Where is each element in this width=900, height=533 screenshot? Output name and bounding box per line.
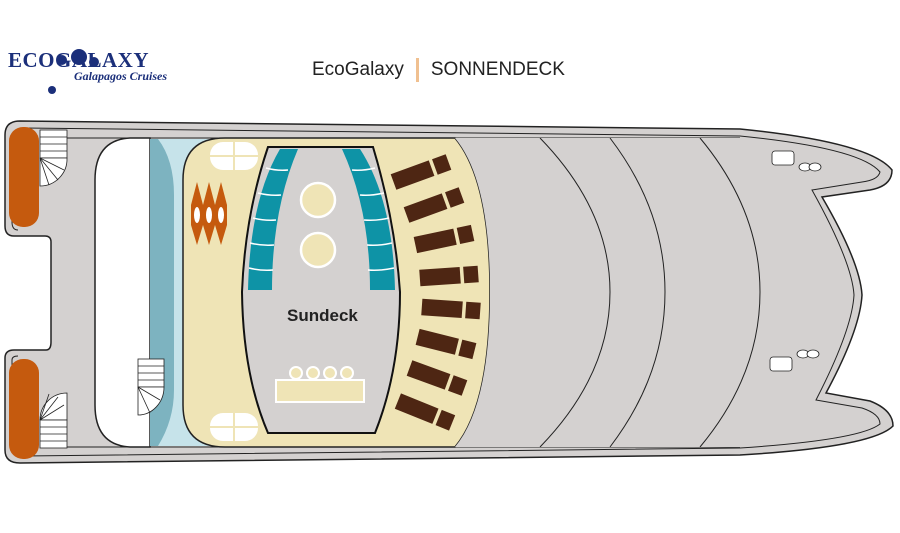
page-title: EcoGalaxy SONNENDECK (312, 58, 565, 82)
bow-fittings (769, 150, 822, 372)
jacuzzi-2 (299, 231, 337, 269)
table-top (210, 142, 258, 170)
deck-name: SONNENDECK (430, 59, 565, 80)
kayaks (191, 182, 227, 245)
stairs-bottom (39, 392, 68, 449)
logo-sub: Galapagos Cruises (74, 69, 168, 83)
sun-loungers (388, 152, 483, 433)
stairs-middle (137, 358, 165, 416)
ship-name: EcoGalaxy (312, 59, 404, 80)
logo: ECOGALAXY Galapagos Cruises (8, 48, 167, 84)
table-bottom (210, 413, 258, 441)
title-divider (415, 58, 419, 82)
stairs-top (39, 129, 68, 187)
logo-turtle-icon (48, 49, 99, 94)
open-area (94, 137, 151, 448)
bar-counter (275, 366, 365, 403)
jacuzzi-1 (299, 181, 337, 219)
sundeck-label: Sundeck (287, 306, 358, 325)
sundeck-area (240, 146, 402, 434)
lifeboat-bottom (9, 359, 39, 459)
logo-main: ECOGALAXY (8, 48, 150, 72)
lifeboat-top (9, 127, 39, 227)
